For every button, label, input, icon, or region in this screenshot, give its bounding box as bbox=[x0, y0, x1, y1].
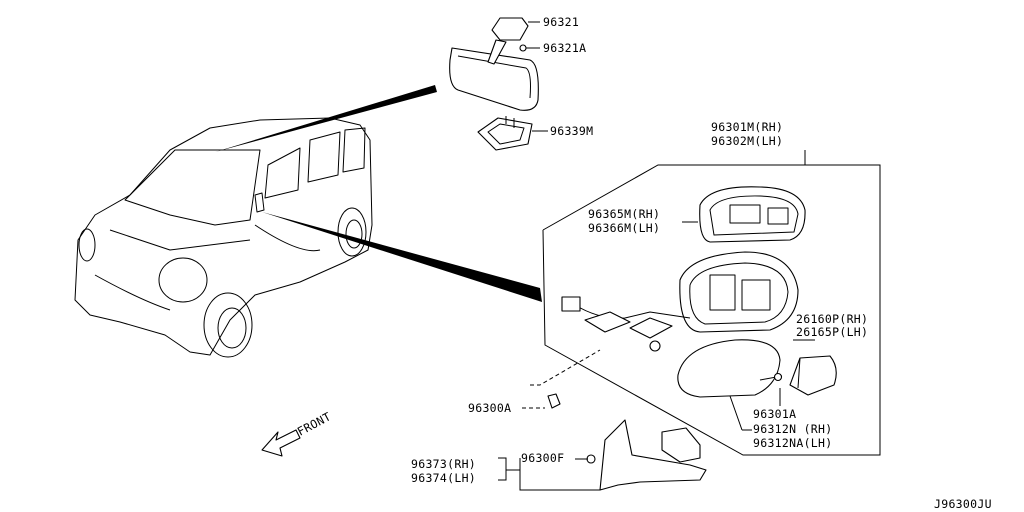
label-26160p: 26160P(RH) bbox=[796, 312, 868, 326]
label-96373: 96373(RH) bbox=[411, 457, 476, 471]
front-arrow-icon bbox=[261, 429, 301, 457]
label-96365m: 96365M(RH) bbox=[588, 207, 660, 221]
front-indicator: FRONT bbox=[261, 409, 333, 457]
vehicle-illustration bbox=[74, 117, 373, 358]
diagram-code: J96300JU bbox=[934, 497, 992, 511]
screw-96301a bbox=[759, 372, 783, 382]
mirror-housing bbox=[679, 251, 799, 333]
label-96366m: 96366M(LH) bbox=[588, 221, 660, 235]
label-96300f: 96300F bbox=[521, 451, 564, 465]
label-96300a: 96300A bbox=[468, 401, 511, 415]
mirror-base-finisher bbox=[599, 419, 707, 491]
side-turn-lamp bbox=[789, 355, 837, 396]
mirror-glass bbox=[677, 339, 781, 398]
label-96321a: 96321A bbox=[543, 41, 586, 55]
front-label: FRONT bbox=[295, 409, 333, 438]
leader-wedge-upper bbox=[215, 85, 437, 152]
leader-lines bbox=[498, 21, 815, 491]
label-96321: 96321 bbox=[543, 15, 579, 29]
mirror-cover bbox=[699, 186, 806, 243]
map-lamp bbox=[477, 116, 533, 151]
assembly-boundary bbox=[542, 164, 881, 456]
label-96302m: 96302M(LH) bbox=[711, 134, 783, 148]
label-96374: 96374(LH) bbox=[411, 471, 476, 485]
label-96301a: 96301A bbox=[753, 407, 796, 421]
clip-96300a bbox=[547, 393, 561, 409]
label-96312na: 96312NA(LH) bbox=[753, 436, 832, 450]
screw-96300f bbox=[586, 454, 596, 464]
harness-connectors bbox=[561, 296, 691, 352]
inside-mirror bbox=[449, 17, 539, 111]
leader-wedge-lower bbox=[262, 212, 542, 302]
label-96301m: 96301M(RH) bbox=[711, 120, 783, 134]
label-26165p: 26165P(LH) bbox=[796, 325, 868, 339]
label-96339m: 96339M bbox=[550, 124, 593, 138]
label-96312n: 96312N (RH) bbox=[753, 422, 832, 436]
